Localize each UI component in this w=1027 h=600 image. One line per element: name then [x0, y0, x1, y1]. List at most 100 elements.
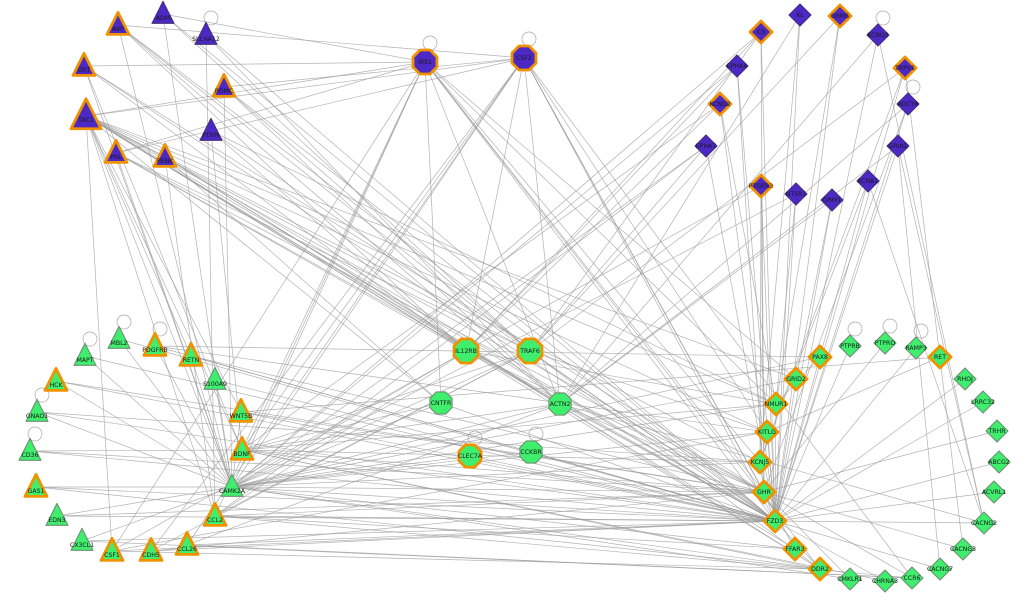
- diamond-node-shape[interactable]: [953, 367, 977, 391]
- diamond-node-shape[interactable]: [866, 23, 890, 47]
- network-node[interactable]: CACNG7: [927, 557, 953, 581]
- diamond-node-shape[interactable]: [904, 336, 928, 360]
- network-node[interactable]: PTPRO: [873, 331, 897, 355]
- network-node[interactable]: FZD3: [762, 508, 788, 534]
- diamond-node-shape[interactable]: [725, 54, 749, 78]
- network-node[interactable]: ABCG2: [987, 450, 1011, 474]
- network-node[interactable]: GRM1: [820, 188, 844, 212]
- diamond-node-shape[interactable]: [820, 188, 844, 212]
- network-node[interactable]: MBL2: [107, 325, 131, 349]
- triangle-node-shape[interactable]: [107, 325, 131, 349]
- network-node[interactable]: CLEC7A: [457, 443, 483, 469]
- network-node[interactable]: TRAF6: [516, 337, 544, 365]
- network-node[interactable]: RAMP3: [904, 336, 928, 360]
- network-node[interactable]: CX3CL1: [70, 527, 94, 551]
- network-node[interactable]: CMKLR1: [837, 567, 863, 591]
- network-node[interactable]: AVP: [105, 10, 131, 36]
- diamond-node-shape[interactable]: [788, 3, 812, 27]
- triangle-node-shape[interactable]: [105, 10, 131, 36]
- network-node[interactable]: KL: [788, 3, 812, 27]
- diamond-node-shape[interactable]: [782, 536, 808, 562]
- network-node[interactable]: CCR6: [900, 566, 924, 590]
- network-node[interactable]: IL12RB: [452, 337, 480, 365]
- network-node[interactable]: HCK: [43, 366, 69, 392]
- triangle-node-shape[interactable]: [45, 502, 69, 526]
- triangle-node-shape[interactable]: [25, 398, 49, 422]
- network-node[interactable]: PTGER3: [748, 173, 774, 199]
- network-node[interactable]: RHOJ: [953, 367, 977, 391]
- network-node[interactable]: CNTFR: [429, 391, 453, 415]
- network-node[interactable]: NTSR1: [784, 182, 808, 206]
- triangle-node-shape[interactable]: [69, 97, 103, 131]
- triangle-node-shape[interactable]: [229, 435, 255, 461]
- diamond-node-shape[interactable]: [838, 334, 862, 358]
- triangle-node-shape[interactable]: [151, 0, 175, 24]
- network-node[interactable]: PAX8: [807, 344, 833, 370]
- diamond-node-shape[interactable]: [951, 537, 975, 561]
- network-node[interactable]: MAPT: [73, 342, 97, 366]
- diamond-node-shape[interactable]: [873, 569, 897, 593]
- network-node[interactable]: DDR2: [807, 556, 833, 582]
- diamond-node-shape[interactable]: [928, 557, 952, 581]
- diamond-node-shape[interactable]: [985, 419, 1009, 443]
- diamond-node-shape[interactable]: [896, 92, 920, 116]
- network-node[interactable]: ACVRL1: [982, 480, 1006, 504]
- network-node[interactable]: ACTN2: [548, 392, 572, 416]
- triangle-node-shape[interactable]: [174, 530, 200, 556]
- diamond-node-shape[interactable]: [987, 450, 1011, 474]
- triangle-node-shape[interactable]: [138, 536, 164, 562]
- network-node[interactable]: CHRNA3: [872, 569, 898, 593]
- triangle-node-shape[interactable]: [43, 366, 69, 392]
- diamond-node-shape[interactable]: [754, 419, 780, 445]
- diamond-node-shape[interactable]: [971, 390, 995, 414]
- diamond-node-shape[interactable]: [807, 344, 833, 370]
- octagon-node-shape[interactable]: [411, 48, 439, 76]
- network-node[interactable]: C3: [748, 19, 774, 45]
- network-node[interactable]: WNT5B: [228, 397, 254, 423]
- diamond-node-shape[interactable]: [838, 567, 862, 591]
- diamond-node-shape[interactable]: [762, 508, 788, 534]
- triangle-node-shape[interactable]: [142, 331, 168, 357]
- triangle-node-shape[interactable]: [70, 527, 94, 551]
- network-node[interactable]: POMC: [211, 72, 237, 98]
- diamond-node-shape[interactable]: [707, 91, 733, 117]
- diamond-node-shape[interactable]: [886, 134, 910, 158]
- network-node[interactable]: CACNG3: [950, 537, 976, 561]
- network-node[interactable]: PTPRB: [838, 334, 862, 358]
- network-node[interactable]: KCNQ3: [866, 23, 890, 47]
- network-node[interactable]: IRS1: [411, 48, 439, 76]
- network-node[interactable]: CSF2: [510, 44, 538, 72]
- network-node[interactable]: GRM5: [827, 3, 853, 29]
- diamond-node-shape[interactable]: [972, 511, 996, 535]
- diamond-node-shape[interactable]: [748, 19, 774, 45]
- network-node[interactable]: OXT: [71, 51, 97, 77]
- octagon-node-shape[interactable]: [516, 337, 544, 365]
- triangle-node-shape[interactable]: [202, 501, 228, 527]
- diamond-node-shape[interactable]: [748, 173, 774, 199]
- triangle-node-shape[interactable]: [71, 51, 97, 77]
- triangle-node-shape[interactable]: [73, 342, 97, 366]
- network-node[interactable]: EPHA7: [694, 134, 718, 158]
- octagon-node-shape[interactable]: [457, 443, 483, 469]
- network-node[interactable]: GAS1: [23, 472, 49, 498]
- network-node[interactable]: ADCY8: [896, 92, 920, 116]
- network-node[interactable]: LRRC32: [971, 390, 995, 414]
- triangle-node-shape[interactable]: [199, 117, 223, 141]
- network-node[interactable]: GRIA1: [886, 134, 910, 158]
- octagon-node-shape[interactable]: [510, 44, 538, 72]
- triangle-node-shape[interactable]: [211, 72, 237, 98]
- network-node[interactable]: TRHR: [985, 419, 1009, 443]
- triangle-node-shape[interactable]: [228, 397, 254, 423]
- diamond-node-shape[interactable]: [747, 449, 773, 475]
- diamond-node-shape[interactable]: [892, 55, 918, 81]
- diamond-node-shape[interactable]: [900, 566, 924, 590]
- triangle-node-shape[interactable]: [194, 21, 218, 45]
- octagon-node-shape[interactable]: [452, 337, 480, 365]
- triangle-node-shape[interactable]: [220, 473, 244, 497]
- diamond-node-shape[interactable]: [783, 366, 809, 392]
- diamond-node-shape[interactable]: [694, 134, 718, 158]
- diamond-node-shape[interactable]: [856, 169, 880, 193]
- network-node[interactable]: FFAR3: [782, 536, 808, 562]
- triangle-node-shape[interactable]: [23, 472, 49, 498]
- network-node[interactable]: SLC6A12: [192, 21, 220, 45]
